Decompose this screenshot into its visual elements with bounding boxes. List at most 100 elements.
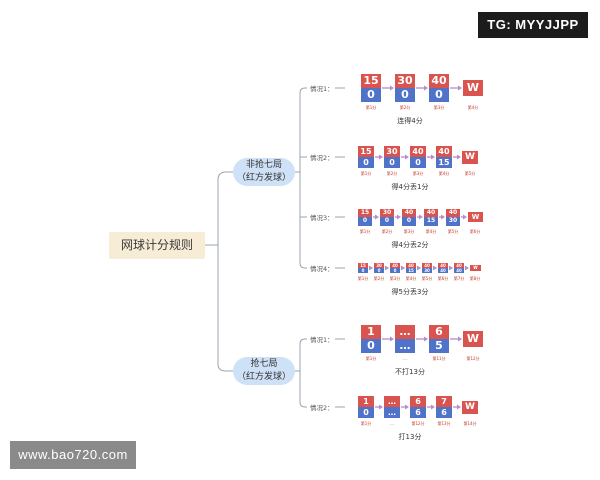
server-score: 40 <box>402 208 416 217</box>
server-score: 30 <box>384 146 400 157</box>
point-label: 第2分 <box>399 105 411 110</box>
point-label: 第6分 <box>469 228 481 234</box>
point-label: 第5分 <box>421 276 433 281</box>
arrow-head <box>449 265 453 271</box>
point-label: 第5分 <box>464 171 476 176</box>
win-box: W <box>468 212 483 222</box>
point-label: 第4分 <box>425 228 437 234</box>
point-label: 第3分 <box>389 276 401 281</box>
receiver-score: 0 <box>429 88 449 102</box>
arrow-head <box>385 265 389 271</box>
server-score: 1 <box>361 325 381 339</box>
arrow-head <box>463 214 467 220</box>
receiver-score: 40 <box>438 268 448 273</box>
score-box: …… <box>384 396 400 418</box>
server-score: 40 <box>390 263 400 268</box>
server-score: 6 <box>410 396 426 407</box>
receiver-score: 0 <box>384 157 400 168</box>
point-label: 第11分 <box>432 356 446 361</box>
point-label: 第7分 <box>453 276 465 281</box>
receiver-score: 5 <box>429 339 449 353</box>
win-box: W <box>463 331 483 347</box>
arrow-head <box>417 265 421 271</box>
point-label: 第1分 <box>365 105 377 110</box>
case-label: 情况3： <box>310 214 334 222</box>
win-box: W <box>462 150 478 164</box>
branch-non-tiebreak: 非抢七局 （红方发球） <box>233 158 295 186</box>
case-caption: 连得4分 <box>397 117 423 125</box>
branch-title: 抢七局 <box>250 359 278 369</box>
point-label: 第14分 <box>463 421 477 426</box>
server-score: 40 <box>429 74 449 88</box>
server-score: 15 <box>358 146 374 157</box>
server-score: 40 <box>438 263 448 268</box>
point-label: 第1分 <box>360 171 372 176</box>
receiver-score: … <box>395 339 415 353</box>
point-label: 第1分 <box>357 276 369 281</box>
server-score: 30 <box>395 74 415 88</box>
receiver-score: 0 <box>395 88 415 102</box>
point-label: 第4分 <box>438 171 450 176</box>
case-caption: 得4分丢1分 <box>391 183 429 191</box>
case-caption: 得5分丢3分 <box>391 288 429 296</box>
point-label: 第1分 <box>359 228 371 234</box>
receiver-score: 0 <box>361 339 381 353</box>
case-label: 情况2： <box>310 154 334 162</box>
branch-tiebreak: 抢七局 （红方发球） <box>233 357 295 385</box>
arrow-head <box>397 214 401 220</box>
receiver-score: 0 <box>361 88 381 102</box>
point-label: 第8分 <box>469 276 481 281</box>
win-box: W <box>462 400 478 414</box>
watermark-top: TG: MYYJJPP <box>478 12 588 38</box>
receiver-score: 0 <box>410 157 426 168</box>
connector <box>299 87 307 94</box>
point-label: 第1分 <box>365 356 377 361</box>
point-label: … <box>390 421 394 426</box>
arrow-head <box>401 265 405 271</box>
receiver-score: 15 <box>436 157 452 168</box>
arrow-head <box>424 85 428 91</box>
receiver-score: 0 <box>402 217 416 226</box>
point-label: 第3分 <box>412 171 424 176</box>
server-score: 40 <box>424 208 438 217</box>
point-label: 第2分 <box>373 276 385 281</box>
arrow-head <box>379 154 383 160</box>
arrow-head <box>458 336 462 342</box>
point-label: 第13分 <box>437 421 451 426</box>
receiver-score: 0 <box>358 157 374 168</box>
receiver-score: 0 <box>358 217 372 226</box>
receiver-score: 0 <box>358 268 368 273</box>
connector <box>299 262 307 269</box>
case-caption: 不打13分 <box>395 368 425 376</box>
point-label: 第12分 <box>411 421 425 426</box>
win-box: W <box>470 265 481 271</box>
server-score: 15 <box>358 208 372 217</box>
point-label: 第1分 <box>360 421 372 426</box>
arrow-head <box>431 154 435 160</box>
receiver-score: 0 <box>358 407 374 418</box>
point-label: 第2分 <box>381 228 393 234</box>
point-label: … <box>403 356 407 361</box>
arrow-head <box>369 265 373 271</box>
case-label: 情况1： <box>310 336 334 344</box>
server-score: 15 <box>361 74 381 88</box>
receiver-score: … <box>384 407 400 418</box>
point-label: 第4分 <box>467 105 479 110</box>
branch-subtitle: （红方发球） <box>236 372 291 382</box>
server-score: 7 <box>436 396 452 407</box>
